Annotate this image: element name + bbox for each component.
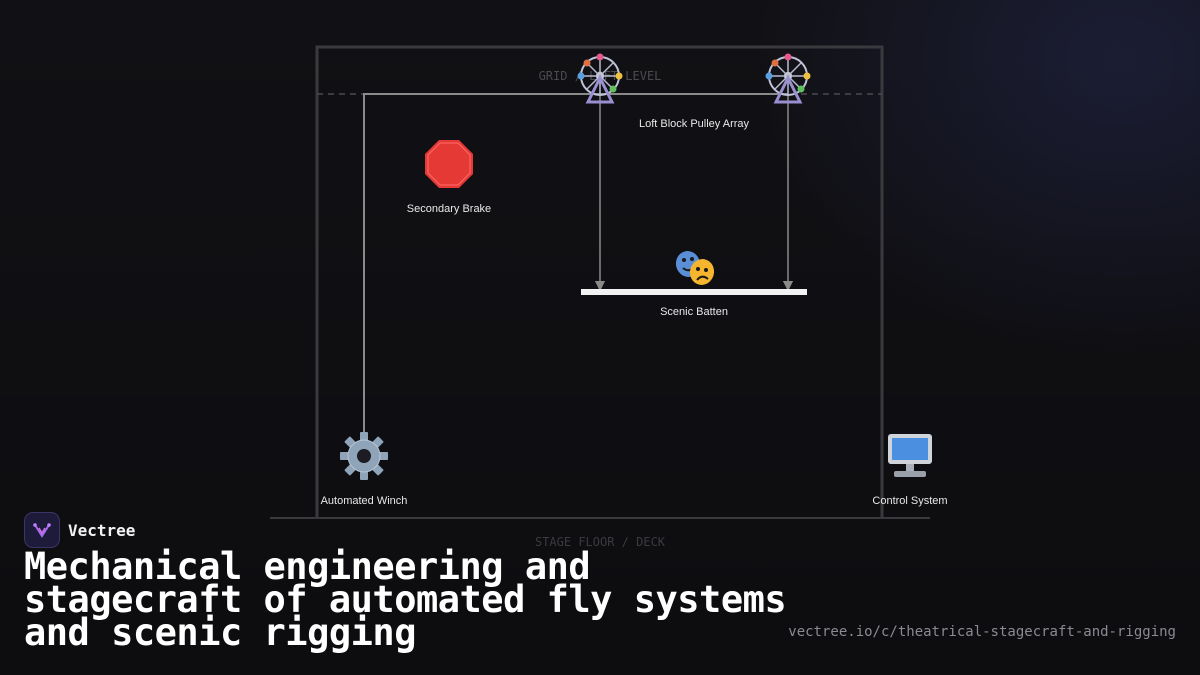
winch-cable [363, 93, 788, 440]
stop-sign-icon [425, 140, 473, 188]
brake-label: Secondary Brake [407, 203, 491, 215]
brand-name: Vectree [68, 520, 136, 540]
batten-label: Scenic Batten [660, 306, 728, 318]
floor-label: STAGE FLOOR / DECK [535, 535, 666, 549]
page-title: Mechanical engineering and stagecraft of… [24, 545, 787, 654]
scenic-batten-pipe [581, 289, 807, 295]
theater-masks-icon [675, 251, 715, 285]
control-label: Control System [872, 495, 947, 507]
brand: Vectree [24, 512, 135, 548]
ferris-wheel-icon [577, 53, 623, 104]
vectree-logo-icon [24, 512, 60, 548]
ferris-wheel-icon [765, 53, 811, 104]
source-url[interactable]: vectree.io/c/theatrical-stagecraft-and-r… [788, 624, 1176, 640]
desktop-computer-icon [888, 434, 932, 477]
pulley-label: Loft Block Pulley Array [639, 118, 750, 130]
winch-label: Automated Winch [321, 495, 408, 507]
gear-icon [340, 432, 388, 480]
stage-frame [315, 45, 884, 517]
